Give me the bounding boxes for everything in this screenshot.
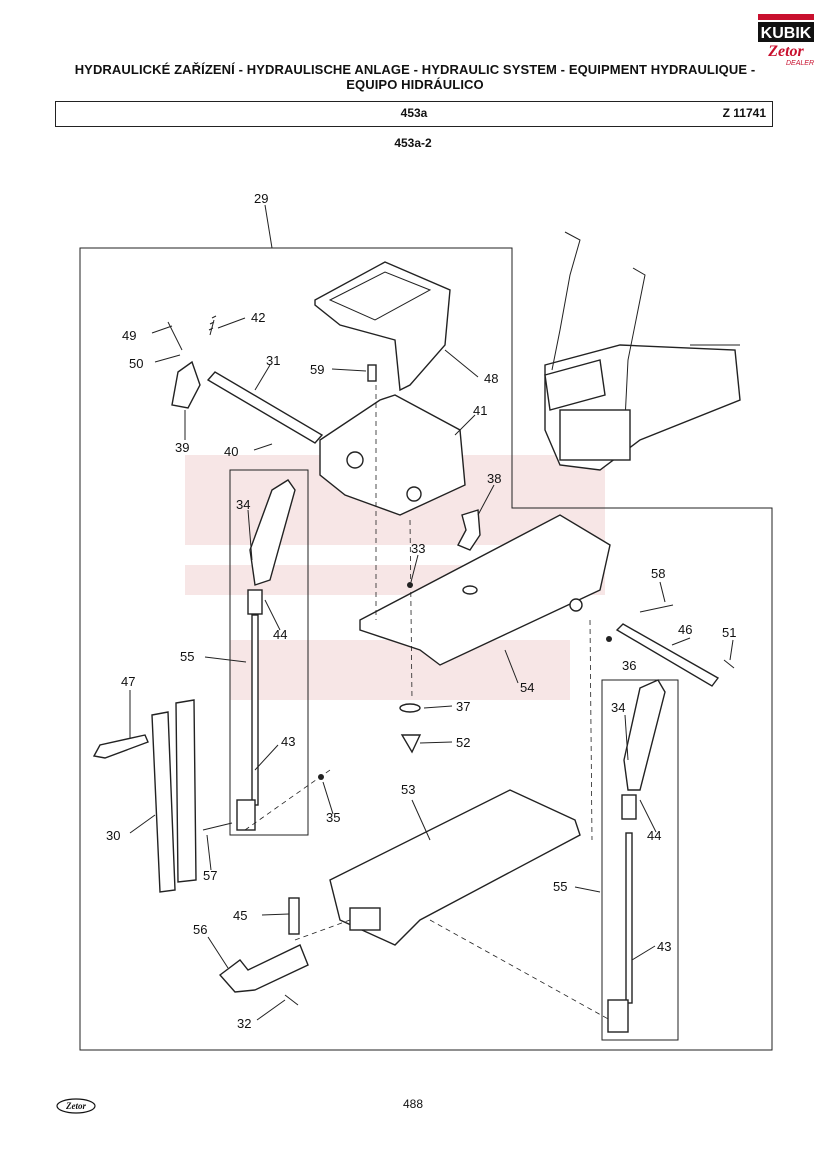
- callout-34-right: 34: [611, 700, 625, 715]
- callout-55-left: 55: [180, 649, 194, 664]
- callout-29: 29: [254, 191, 268, 206]
- callout-44-left: 44: [273, 627, 287, 642]
- callout-49: 49: [122, 328, 136, 343]
- part-53-drawbar-frame: [329, 789, 581, 946]
- callout-43-right: 43: [657, 939, 671, 954]
- callout-42: 42: [251, 310, 265, 325]
- brand-dealer: DEALER: [786, 60, 814, 67]
- section-code: 453a: [400, 106, 428, 120]
- page-number: 488: [402, 1097, 424, 1111]
- kubik-zetor-logo: KUBIK Zetor DEALER: [758, 14, 814, 67]
- page-title: HYDRAULICKÉ ZAŘÍZENÍ - HYDRAULISCHE ANLA…: [40, 62, 790, 92]
- part-41-bracket: [319, 394, 466, 516]
- callout-50: 50: [129, 356, 143, 371]
- callout-37: 37: [456, 699, 470, 714]
- sub-section-code: 453a-2: [394, 136, 432, 150]
- callout-57: 57: [203, 868, 217, 883]
- callout-46: 46: [678, 622, 692, 637]
- brand-sub: Zetor: [767, 43, 804, 60]
- callout-38: 38: [487, 471, 501, 486]
- callout-40: 40: [224, 444, 238, 459]
- callout-32: 32: [237, 1016, 251, 1031]
- part-30-upright: [151, 711, 176, 893]
- callout-36: 36: [622, 658, 636, 673]
- title-line-1: HYDRAULICKÉ ZAŘÍZENÍ - HYDRAULISCHE ANLA…: [74, 62, 756, 77]
- footer-logo-text: Zetor: [65, 1101, 86, 1111]
- inset-frame-right: [601, 679, 679, 1041]
- callout-41: 41: [473, 403, 487, 418]
- callout-54: 54: [520, 680, 534, 695]
- callout-43-left: 43: [281, 734, 295, 749]
- callout-59: 59: [310, 362, 324, 377]
- callout-48: 48: [484, 371, 498, 386]
- part-31-shaft: [206, 371, 324, 444]
- callout-30: 30: [106, 828, 120, 843]
- callout-45: 45: [233, 908, 247, 923]
- callout-52: 52: [456, 735, 470, 750]
- zetor-footer-logo: Zetor: [56, 1098, 96, 1114]
- callout-35: 35: [326, 810, 340, 825]
- callout-58: 58: [651, 566, 665, 581]
- callout-39: 39: [175, 440, 189, 455]
- callout-47: 47: [121, 674, 135, 689]
- callout-44-right: 44: [647, 828, 661, 843]
- brand-name: KUBIK: [761, 25, 812, 42]
- callout-33: 33: [411, 541, 425, 556]
- callout-55-right: 55: [553, 879, 567, 894]
- callout-34-left: 34: [236, 497, 250, 512]
- drawing-reference: Z 11741: [722, 106, 766, 120]
- assembled-view: [544, 231, 741, 471]
- assembly-frame: [79, 247, 773, 1051]
- callout-53: 53: [401, 782, 415, 797]
- part-56-hook: [218, 944, 309, 993]
- title-line-2: EQUIPO HIDRÁULICO: [346, 77, 484, 92]
- header-box: 453a Z 11741: [55, 101, 773, 127]
- callout-31: 31: [266, 353, 280, 368]
- part-54-arm: [359, 514, 611, 666]
- inset-frame-left: [229, 469, 309, 836]
- callout-51: 51: [722, 625, 736, 640]
- part-48-cover: [314, 261, 451, 392]
- callout-56: 56: [193, 922, 207, 937]
- part-callouts: 29 42 49 50 31 59 48 39 40 41 38 34 33 5…: [106, 191, 736, 1031]
